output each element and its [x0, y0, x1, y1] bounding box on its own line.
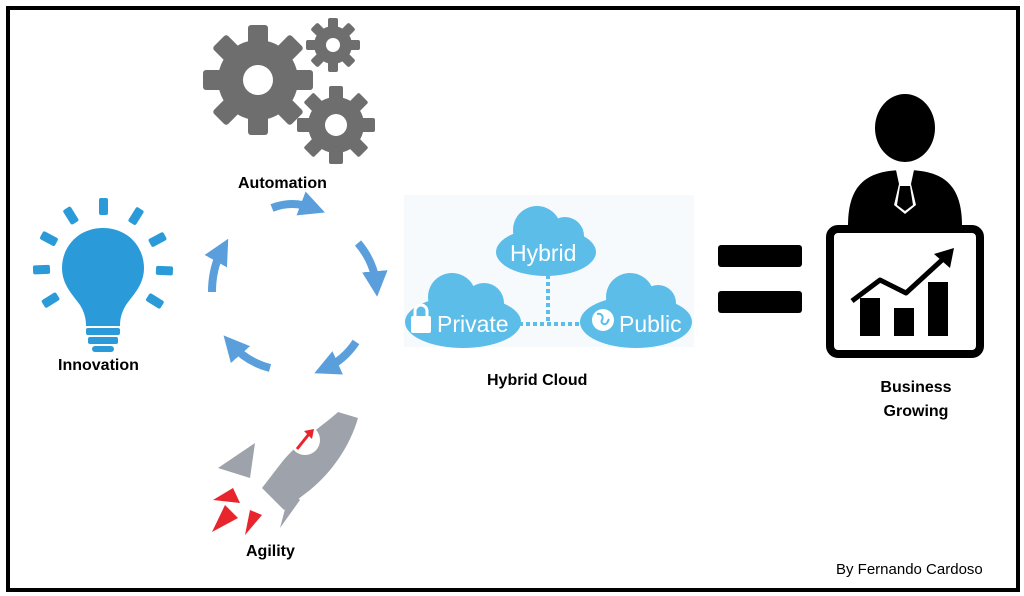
equals-icon: [718, 245, 802, 313]
automation-label: Automation: [238, 175, 327, 192]
lightbulb-icon: [32, 198, 174, 352]
business-label-line1: Business: [880, 379, 952, 396]
cycle-arrows-icon: [204, 191, 388, 375]
agility-label: Agility: [246, 543, 295, 560]
growth-chart-icon: [826, 225, 984, 358]
private-cloud-label: Private: [437, 311, 509, 337]
hybrid-cloud-caption: Hybrid Cloud: [487, 372, 588, 389]
rocket-icon: [212, 412, 358, 535]
hybrid-cloud-label: Hybrid: [510, 240, 577, 266]
innovation-label: Innovation: [58, 357, 139, 374]
businessman-icon: [848, 94, 962, 226]
globe-icon: [592, 309, 614, 331]
lock-icon: [411, 303, 431, 333]
business-growing-label: Business Growing: [856, 376, 976, 424]
author-credit: By Fernando Cardoso: [836, 561, 983, 578]
gears-icon: [203, 18, 375, 164]
business-label-line2: Growing: [883, 403, 949, 420]
hybrid-cloud-icon: [404, 195, 694, 348]
public-cloud-label: Public: [619, 311, 682, 337]
